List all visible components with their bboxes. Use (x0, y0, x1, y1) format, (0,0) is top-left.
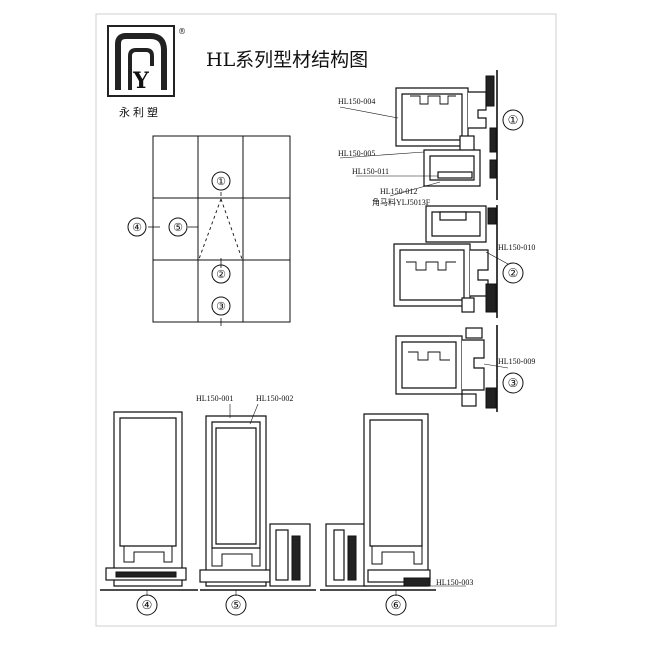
bottom-callout-4: ④ (136, 590, 158, 616)
grid-callout-2: ② (211, 264, 231, 284)
section-1-detail (395, 70, 498, 200)
bottom-labels-top (229, 403, 259, 425)
label-hl150-009: HL150-009 (498, 357, 535, 366)
brand-name: 永利塑 (119, 105, 161, 119)
svg-text:④: ④ (142, 598, 153, 612)
brand-logo: Y ® (107, 25, 186, 97)
bottom-callout-5: ⑤ (225, 590, 247, 616)
opening-indicator (198, 198, 243, 260)
section-3-detail (395, 325, 498, 412)
grid-callout-1: ① (211, 171, 231, 191)
svg-text:①: ① (216, 175, 226, 188)
svg-text:⑤: ⑤ (173, 221, 183, 234)
bottom-callout-6: ⑥ (385, 590, 407, 616)
bottom-section-4 (100, 411, 198, 591)
section-1-leaders (339, 106, 441, 197)
svg-text:⑥: ⑥ (391, 598, 402, 612)
logo-letter: Y (132, 68, 149, 94)
label-hl150-005: HL150-005 (338, 149, 375, 158)
page-border (95, 13, 557, 627)
label-hl150-010: HL150-010 (498, 243, 535, 252)
registered-mark: ® (178, 27, 186, 36)
detail-callout-2: ② (502, 262, 524, 284)
label-hl150-002: HL150-002 (256, 394, 293, 403)
leader-010 (485, 251, 509, 265)
svg-text:⑤: ⑤ (231, 598, 242, 612)
section-markers (148, 192, 222, 326)
bottom-section-5 (199, 415, 436, 591)
elevation-grid (152, 135, 291, 323)
svg-text:①: ① (508, 113, 519, 127)
grid-callout-4: ④ (127, 217, 147, 237)
svg-text:③: ③ (216, 300, 226, 313)
label-hl150-012: HL150-012 (380, 187, 417, 196)
label-hl150-001: HL150-001 (196, 394, 233, 403)
svg-text:②: ② (216, 268, 226, 281)
section-2-detail (393, 205, 498, 318)
grid-callout-5: ⑤ (168, 217, 188, 237)
svg-text:③: ③ (508, 376, 519, 390)
detail-callout-3: ③ (502, 372, 524, 394)
page-title: HL系列型材结构图 (206, 49, 368, 71)
label-corner-note: 角马料YLJ5013F (372, 197, 431, 207)
label-hl150-004: HL150-004 (338, 97, 375, 106)
leader-009 (483, 363, 509, 369)
label-hl150-003: HL150-003 (436, 578, 473, 587)
svg-text:④: ④ (132, 221, 142, 234)
label-hl150-011: HL150-011 (352, 167, 389, 176)
detail-callout-1: ① (502, 109, 524, 131)
svg-text:②: ② (508, 266, 519, 280)
grid-callout-3: ③ (211, 296, 231, 316)
bottom-section-6 (363, 413, 431, 587)
